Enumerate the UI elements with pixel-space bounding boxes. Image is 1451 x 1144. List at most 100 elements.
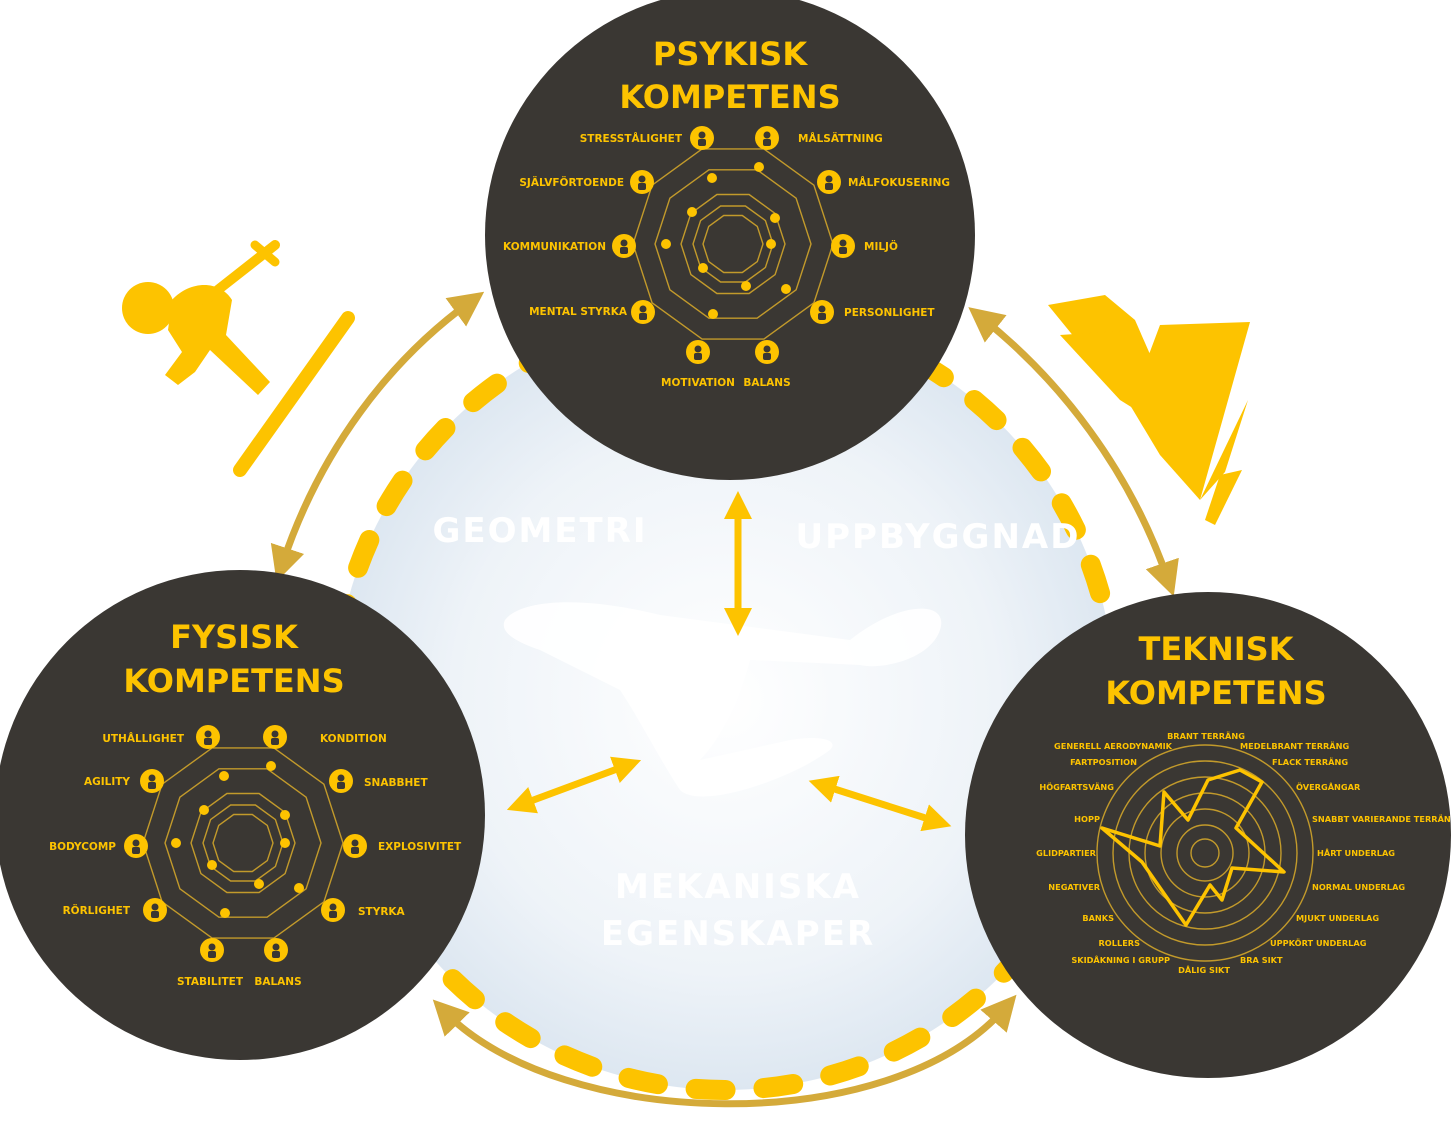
mobility-icon — [143, 898, 167, 922]
radar-dot — [781, 284, 791, 294]
radar-dot — [207, 860, 217, 870]
fysisk-item: UTHÅLLIGHET — [102, 725, 220, 749]
radar-ring — [702, 214, 764, 274]
radar-dot — [280, 810, 290, 820]
radar-dot — [294, 883, 304, 893]
psykisk-item: PERSONLIGHET — [810, 300, 935, 324]
psykisk-label: KOMMUNIKATION — [503, 241, 606, 253]
radar-ring — [1096, 744, 1314, 962]
teknisk-radar-label: DÅLIG SIKT — [1178, 965, 1230, 975]
radar-dot — [770, 213, 780, 223]
skier-icon — [122, 240, 355, 477]
fysisk-title-line2: KOMPETENS — [123, 662, 344, 700]
psykisk-item: MÅLFOKUSERING — [817, 170, 950, 194]
person-icon — [630, 170, 654, 194]
arc-bottom-arrow — [432, 994, 1017, 1108]
psykisk-item: KOMMUNIKATION — [503, 234, 636, 258]
fysisk-label: BODYCOMP — [49, 841, 116, 853]
radar-dot — [199, 805, 209, 815]
radar-dot — [280, 838, 290, 848]
psykisk-label: MILJÖ — [864, 239, 898, 253]
teknisk-radar-label: GLIDPARTIER — [1036, 848, 1097, 858]
psykisk-radar — [632, 148, 834, 340]
fysisk-label: AGILITY — [84, 776, 130, 788]
runner-icon — [263, 725, 287, 749]
body-composition-icon — [124, 834, 148, 858]
psykisk-label: MOTIVATION — [661, 377, 735, 389]
arc-right-arrow — [968, 307, 1179, 597]
environment-icon — [831, 234, 855, 258]
fysisk-item: KONDITION — [263, 725, 387, 749]
fysisk-item: BODYCOMP — [49, 834, 148, 858]
radar-dot — [741, 281, 751, 291]
radar-dot — [698, 263, 708, 273]
fysisk-item: AGILITY — [84, 769, 164, 793]
balance-icon — [755, 340, 779, 364]
teknisk-radar-label: BANKS — [1082, 913, 1114, 923]
weightlift-icon — [343, 834, 367, 858]
endurance-icon — [196, 725, 220, 749]
psykisk-item: MÅLSÄTTNING — [755, 126, 883, 150]
radar-dot — [220, 908, 230, 918]
radar-ring — [202, 804, 284, 882]
teknisk-radar-label: FARTPOSITION — [1070, 757, 1137, 767]
psykisk-item: MILJÖ — [831, 234, 898, 258]
teknisk-title-line2: KOMPETENS — [1105, 674, 1326, 712]
teknisk-radar-label: MEDELBRANT TERRÄNG — [1240, 741, 1349, 751]
uppbyggnad-label: UPPBYGGNAD — [796, 517, 1081, 557]
radar-ring — [654, 169, 812, 319]
stability-ball-icon — [200, 938, 224, 962]
egenskaper-label: EGENSKAPER — [601, 914, 875, 954]
teknisk-radar-label: SNABBT VARIERANDE TERRÄNG — [1312, 814, 1451, 824]
psykisk-title-line1: PSYKISK — [653, 35, 808, 73]
psykisk-item: SJÄLVFÖRTOENDE — [519, 170, 654, 194]
fysisk-item: STYRKA — [321, 898, 406, 922]
teknisk-radar-label: MJUKT UNDERLAG — [1296, 913, 1379, 923]
radar-dot — [707, 173, 717, 183]
fysisk-item: EXPLOSIVITET — [343, 834, 462, 858]
psykisk-label: PERSONLIGHET — [844, 307, 935, 319]
fysisk-label: BALANS — [254, 976, 301, 988]
strength-icon — [321, 898, 345, 922]
radar-ring — [1190, 838, 1220, 868]
psykisk-item: MENTAL STYRKA — [529, 300, 655, 324]
radar-dot — [171, 838, 181, 848]
geometri-label: GEOMETRI — [432, 511, 647, 551]
radar-ring — [212, 813, 274, 873]
teknisk-radar-label: SKIDÅKNING I GRUPP — [1071, 955, 1170, 965]
psykisk-item: MOTIVATION — [661, 340, 735, 389]
teknisk-radar-label: HOPP — [1074, 814, 1100, 824]
teknisk-radar-label: NEGATIVER — [1048, 882, 1100, 892]
fysisk-item: RÖRLIGHET — [63, 898, 167, 922]
radar-dot — [687, 207, 697, 217]
teknisk-radar-label: ROLLERS — [1099, 938, 1141, 948]
radar-dot — [708, 309, 718, 319]
radar-ring — [1176, 824, 1234, 882]
fysisk-label: STYRKA — [358, 906, 406, 918]
fysisk-item: STABILITET — [177, 938, 244, 988]
fysisk-label: EXPLOSIVITET — [378, 841, 462, 853]
psykisk-item: STRESSTÅLIGHET — [580, 126, 714, 150]
fysisk-label: KONDITION — [320, 733, 387, 745]
sprinter-icon — [329, 769, 353, 793]
focus-target-icon — [817, 170, 841, 194]
snowboard-binding-icon — [503, 602, 942, 797]
teknisk-radar-label: NORMAL UNDERLAG — [1312, 882, 1405, 892]
mountains-icon — [1048, 295, 1250, 525]
teknisk-kompetens-panel: TEKNISK KOMPETENS BRANT TERRÄNGMEDELBRAN… — [965, 592, 1451, 1078]
radar-ring — [190, 792, 296, 894]
fysisk-item: SNABBHET — [329, 769, 428, 793]
agility-icon — [140, 769, 164, 793]
teknisk-radar-label: BRANT TERRÄNG — [1167, 731, 1245, 741]
fysisk-label: UTHÅLLIGHET — [102, 732, 184, 745]
teknisk-radar-label: HÅRT UNDERLAG — [1317, 848, 1395, 858]
radar-ring — [164, 768, 322, 918]
teknisk-radar-label: ÖVERGÅNGAR — [1296, 782, 1361, 792]
radar-dot — [254, 879, 264, 889]
teknisk-radar — [1096, 744, 1314, 962]
psykisk-label: STRESSTÅLIGHET — [580, 132, 683, 145]
radar-ring — [680, 193, 786, 295]
